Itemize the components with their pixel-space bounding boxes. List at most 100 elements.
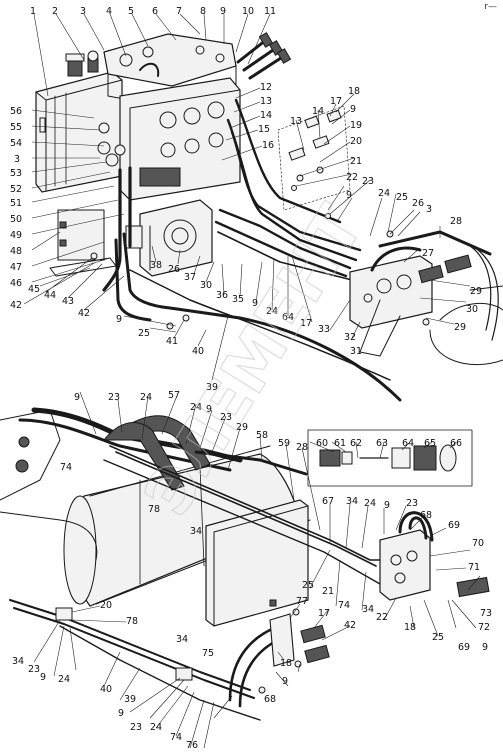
control-levers xyxy=(236,32,292,80)
callout-label: 52 xyxy=(10,184,22,195)
callout-label: 31 xyxy=(350,346,362,357)
corner-mark: r— xyxy=(484,2,497,12)
quick-couplers-top-right xyxy=(378,230,499,341)
callout-label: 66 xyxy=(450,438,462,449)
callout-label: 18 xyxy=(280,658,292,669)
callout-label: 24 xyxy=(58,674,70,685)
callout-label: 3 xyxy=(14,154,20,165)
callout-label: 32 xyxy=(344,332,356,343)
callout-label: 40 xyxy=(192,346,204,357)
callout-label: 22 xyxy=(376,612,388,623)
callout-label: 61 xyxy=(334,438,346,449)
callout-label: 25 xyxy=(396,192,408,203)
callout-label: 26 xyxy=(168,264,180,275)
callout-label: 17 xyxy=(300,318,312,329)
callout-label: 1 xyxy=(30,6,36,17)
callout-label: 70 xyxy=(472,538,484,549)
callout-label: 36 xyxy=(216,290,228,301)
callout-label: 35 xyxy=(232,294,244,305)
callout-label: 50 xyxy=(10,214,22,225)
callout-label: 9 xyxy=(116,314,122,325)
callout-label: 63 xyxy=(376,438,388,449)
callout-label: 59 xyxy=(278,438,290,449)
callout-label: 5 xyxy=(128,6,134,17)
callout-label: 7 xyxy=(176,6,182,17)
callout-label: 24 xyxy=(140,392,152,403)
callout-label: 9 xyxy=(74,392,80,403)
callout-label: 64 xyxy=(282,312,294,323)
lower-bracket-couplers xyxy=(258,608,330,694)
callout-label: 39 xyxy=(206,382,218,393)
callout-label: 14 xyxy=(312,106,324,117)
callout-label: 46 xyxy=(10,278,22,289)
callout-label: 11 xyxy=(264,6,276,17)
callout-label: 21 xyxy=(322,586,334,597)
callout-label: 3 xyxy=(80,6,86,17)
callout-label: 9 xyxy=(350,104,356,115)
callout-label: 71 xyxy=(468,562,480,573)
callout-label: 41 xyxy=(166,336,178,347)
distributor xyxy=(119,77,241,201)
callout-label: 42 xyxy=(78,308,90,319)
callout-label: 9 xyxy=(346,190,352,201)
callout-label: 24 xyxy=(364,498,376,509)
callout-leaders xyxy=(23,13,481,749)
callout-label: 54 xyxy=(10,138,22,149)
coupler-exploded-detail xyxy=(307,429,473,487)
callout-label: 40 xyxy=(100,684,112,695)
callout-label: 24 xyxy=(150,722,162,733)
callout-label: 74 xyxy=(338,600,350,611)
callout-label: 9 xyxy=(482,642,488,653)
callout-label: 29 xyxy=(236,422,248,433)
callout-label: 4 xyxy=(106,6,112,17)
callout-label: 17 xyxy=(330,96,342,107)
callout-label: 48 xyxy=(10,246,22,257)
hydraulic-tank xyxy=(35,71,123,193)
callout-label: 20 xyxy=(100,600,112,611)
callout-label: 49 xyxy=(10,230,22,241)
callout-label: 39 xyxy=(124,694,136,705)
callout-label: 64 xyxy=(402,438,414,449)
callout-label: 33 xyxy=(318,324,330,335)
callout-label: 72 xyxy=(478,622,490,633)
callout-label: 74 xyxy=(60,462,72,473)
callout-label: 9 xyxy=(384,500,390,511)
hydraulic-lines-right xyxy=(214,98,362,283)
callout-label: 42 xyxy=(344,620,356,631)
callout-label: 76 xyxy=(186,740,198,750)
tank-fittings xyxy=(97,122,126,167)
callout-label: 21 xyxy=(350,156,362,167)
callout-label: 18 xyxy=(404,622,416,633)
callout-label: 23 xyxy=(130,722,142,733)
callout-label: 9 xyxy=(252,298,258,309)
callout-label: 62 xyxy=(350,438,362,449)
callout-label: 29 xyxy=(454,322,466,333)
callout-label: 13 xyxy=(260,96,272,107)
callout-label: 23 xyxy=(220,412,232,423)
callout-label: 56 xyxy=(10,106,22,117)
callout-label: 78 xyxy=(126,616,138,627)
callout-labels: 1 2 3 4 5 6 7 8 9 10 11 12 13 14 15 16 5… xyxy=(10,6,492,750)
callout-label: 19 xyxy=(350,120,362,131)
callout-label: 55 xyxy=(10,122,22,133)
callout-label: 30 xyxy=(466,304,478,315)
callout-label: 29 xyxy=(470,286,482,297)
callout-label: 9 xyxy=(220,6,226,17)
callout-label: 23 xyxy=(28,664,40,675)
frame-block xyxy=(205,499,309,627)
callout-label: 9 xyxy=(40,672,46,683)
callout-label: 10 xyxy=(242,6,254,17)
callout-label: 13 xyxy=(290,116,302,127)
tractor-rear-body xyxy=(429,285,503,366)
callout-label: 25 xyxy=(302,580,314,591)
callout-label: 6 xyxy=(152,6,158,17)
callout-label: 18 xyxy=(348,86,360,97)
callout-label: 44 xyxy=(44,290,56,301)
callout-label: 28 xyxy=(450,216,462,227)
callout-label: 60 xyxy=(316,438,328,449)
callout-label: 14 xyxy=(260,110,272,121)
callout-label: 75 xyxy=(202,648,214,659)
callout-label: 43 xyxy=(62,296,74,307)
callout-label: 9 xyxy=(282,676,288,687)
